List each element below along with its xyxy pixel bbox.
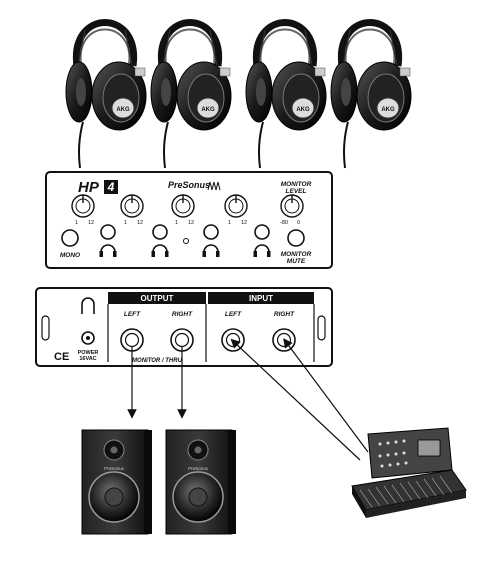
- input-header: INPUT: [249, 294, 273, 303]
- volume-knob-4[interactable]: [224, 194, 248, 218]
- connection-lines: [127, 338, 369, 461]
- mono-button[interactable]: [61, 229, 79, 247]
- knob-1-min: 1: [75, 220, 78, 226]
- input-left-label: LEFT: [225, 311, 242, 318]
- knob-2-max: 12: [137, 220, 143, 226]
- hp4-logo-number: 4: [107, 180, 115, 194]
- presonus-waveform-icon: [207, 181, 221, 191]
- rack-ear-right: [317, 315, 326, 341]
- volume-knob-3[interactable]: [171, 194, 195, 218]
- cable-clip-icon: [81, 297, 95, 314]
- studio-monitor-left: PreSonus: [81, 429, 152, 535]
- rear-panel: POWER 16VAC CE OUTPUT LEFT RIGHT MONITOR…: [35, 287, 333, 367]
- headphone-2: [151, 23, 231, 169]
- mixer-to-input-left: [230, 338, 361, 461]
- monitor-level-knob[interactable]: [280, 194, 304, 218]
- hp4-logo: HP: [78, 179, 100, 196]
- ce-mark: CE: [54, 351, 69, 363]
- knob-4-min: 1: [228, 220, 231, 226]
- mixing-console: [351, 427, 467, 518]
- input-right-label: RIGHT: [274, 311, 295, 318]
- output-header-bar: [108, 292, 206, 304]
- speaker-right-brand: PreSonus: [188, 466, 209, 471]
- front-panel: HP 4 PreSonus MONITOR LEVEL 1 12 1 12 1 …: [45, 171, 333, 269]
- headphone-4: [331, 23, 411, 169]
- headphone-3: [246, 23, 326, 169]
- volume-knob-1[interactable]: [71, 194, 95, 218]
- output-right-label: RIGHT: [172, 311, 193, 318]
- knob-2-min: 1: [124, 220, 127, 226]
- monitor-mute-label-1: MONITOR: [281, 251, 312, 258]
- power-label-2: 16VAC: [79, 356, 96, 362]
- headphone-jack-2[interactable]: [152, 224, 168, 240]
- mixer-screen-icon: [417, 439, 441, 457]
- monitor-knob-min: -80: [280, 220, 288, 226]
- hp4-logo-badge: [104, 180, 118, 194]
- monitor-thru-label: MONITOR / THRU: [132, 358, 183, 364]
- mono-label: MONO: [60, 252, 80, 259]
- knob-4-max: 12: [241, 220, 247, 226]
- speaker-left-brand: PreSonus: [104, 466, 125, 471]
- headphone-jack-1[interactable]: [100, 224, 116, 240]
- studio-monitor-right: PreSonus: [165, 429, 236, 535]
- headphone-1: [66, 23, 146, 169]
- monitor-knob-max: 0: [297, 220, 300, 226]
- mixer-to-input-right: [283, 338, 369, 453]
- headphones-group: [66, 23, 411, 169]
- power-label-1: POWER: [78, 350, 99, 356]
- power-led: [183, 238, 189, 244]
- monitor-mute-button[interactable]: [287, 229, 305, 247]
- output-header: OUTPUT: [141, 294, 174, 303]
- monitor-mute-label-2: MUTE: [287, 258, 306, 265]
- volume-knob-2[interactable]: [120, 194, 144, 218]
- rack-ear-left: [41, 315, 50, 341]
- monitor-level-label-2: LEVEL: [286, 188, 307, 195]
- knob-1-max: 12: [88, 220, 94, 226]
- monitor-level-label-1: MONITOR: [281, 181, 312, 188]
- output-left-label: LEFT: [124, 311, 141, 318]
- headphone-jack-3[interactable]: [203, 224, 219, 240]
- knob-3-min: 1: [175, 220, 178, 226]
- input-header-bar: [208, 292, 314, 304]
- headphone-jack-4[interactable]: [254, 224, 270, 240]
- presonus-brand: PreSonus: [168, 180, 210, 190]
- knob-3-max: 12: [188, 220, 194, 226]
